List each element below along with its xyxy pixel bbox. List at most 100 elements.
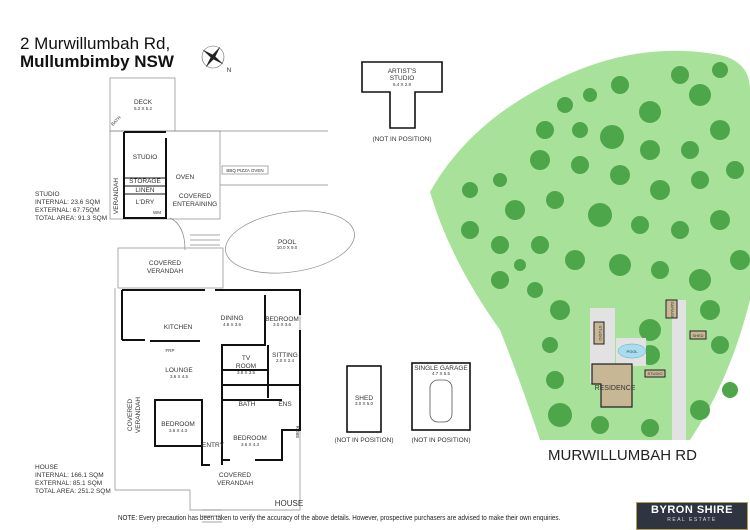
plan-label: 3.0 X 3.6	[273, 322, 292, 327]
bbq-label-box	[221, 165, 269, 175]
site-studio-a	[593, 321, 605, 345]
plan-label: STUDIO	[598, 325, 603, 340]
site-studio-b	[644, 369, 666, 378]
plan-label: ENTRY	[202, 442, 225, 449]
plan-label: ROOM	[236, 363, 256, 370]
plan-label: BBQ PIZZA OVEN	[226, 168, 263, 173]
driveway	[672, 300, 686, 440]
tree-icon	[651, 261, 669, 279]
plan-label: BATH	[110, 115, 122, 127]
tree-icon	[712, 62, 728, 78]
plan-label: (NOT IN POSITION)	[372, 136, 431, 143]
tree-icon	[689, 84, 711, 106]
plan-label: KITCHEN	[164, 324, 193, 331]
studio-area-title: STUDIO	[35, 191, 60, 198]
plan-label: (NOT IN POSITION)	[334, 437, 393, 444]
plan-label: N	[227, 67, 232, 74]
plan-label: (NOT IN POSITION)	[411, 437, 470, 444]
studio-internal: INTERNAL: 23.6 SQM	[35, 199, 101, 206]
plan-label: BEDROOM	[161, 421, 195, 428]
tree-icon	[641, 419, 659, 437]
shed-plan	[346, 365, 382, 433]
tree-icon	[546, 191, 564, 209]
studio-total: TOTAL AREA: 91.3 SQM	[35, 215, 108, 222]
tree-icon	[571, 156, 589, 174]
plan-label: ENTERAINING	[173, 201, 217, 208]
studio-area-summary: STUDIO INTERNAL: 23.6 SQM EXTERNAL: 67.7…	[35, 191, 107, 223]
tree-icon	[722, 382, 738, 398]
tree-icon	[691, 171, 709, 189]
plan-label: STUDIO	[390, 75, 415, 82]
plan-label: 10.0 X 9.0	[277, 245, 298, 250]
studio-external: EXTERNAL: 67.75QM	[35, 207, 100, 214]
plan-label: VERANDAH	[147, 268, 183, 275]
plan-label: BATH	[239, 401, 256, 408]
plan-label: 3.6 X 4.3	[241, 442, 260, 447]
tree-icon	[588, 203, 612, 227]
plan-label: FRP	[166, 348, 175, 353]
site-plan: GARAGE SHED STUDIO POOL RESIDENCE STUDIO	[430, 50, 750, 441]
plan-label: STUDIO	[647, 371, 662, 376]
plan-label: 4.8 X 3.6	[223, 322, 242, 327]
plan-label: SITTING	[272, 352, 298, 359]
plan-label: VERANDAH	[217, 480, 253, 487]
tree-icon	[726, 161, 744, 179]
plan-label: 5.2 X 5.2	[134, 106, 153, 111]
tree-icon	[583, 88, 597, 102]
plan-label: BEDROOM	[265, 316, 299, 323]
tree-icon	[611, 76, 629, 94]
tree-icon	[689, 269, 711, 291]
tree-icon	[527, 282, 543, 298]
plan-label: LOUNGE	[165, 367, 193, 374]
tree-icon	[530, 150, 550, 170]
plan-label: DINING	[221, 315, 244, 322]
plan-label: COVERED	[179, 193, 211, 200]
site-shed	[689, 330, 707, 340]
plan-label: DECK	[134, 99, 153, 106]
tree-icon	[671, 66, 689, 84]
tree-icon	[690, 400, 710, 420]
tree-icon	[681, 141, 699, 159]
tree-icon	[491, 236, 509, 254]
plan-label: 2.0 X 2.4	[276, 358, 295, 363]
garage-plan	[411, 362, 471, 431]
plan-label: L'DRY	[136, 199, 155, 206]
tree-icon	[710, 210, 730, 230]
tree-icon	[640, 140, 660, 160]
plan-label: COVERED	[149, 260, 181, 267]
plan-label: 3.9 X 3.5	[237, 370, 256, 375]
tree-icon	[514, 259, 526, 271]
tree-icon	[461, 221, 479, 239]
artists-studio-plan	[361, 61, 443, 129]
plan-label: ROBE	[295, 426, 300, 439]
agency-logo: BYRON SHIRE REAL ESTATE	[636, 502, 748, 530]
tree-icon	[650, 180, 670, 200]
site-residence	[591, 363, 633, 408]
logo-name: BYRON SHIRE	[651, 504, 733, 516]
tree-icon	[505, 200, 525, 220]
tree-icon	[671, 221, 689, 239]
plan-label: 3.6 X 4.3	[169, 428, 188, 433]
tree-icon	[548, 403, 572, 427]
tree-icon	[565, 250, 585, 270]
plan-label: ARTIST'S	[388, 68, 417, 75]
tree-icon	[591, 416, 609, 434]
plan-label: POOL	[278, 239, 296, 246]
plan-label: COVERED	[127, 399, 134, 431]
site-garage	[665, 299, 678, 319]
covered-verandah-top	[117, 247, 224, 289]
plan-label: SHED	[692, 333, 703, 338]
tree-icon	[710, 120, 730, 140]
tree-icon	[462, 182, 478, 198]
tree-icon	[546, 371, 564, 389]
plan-label: VERANDAH	[135, 397, 142, 433]
tree-icon	[610, 165, 630, 185]
tree-icon	[491, 271, 509, 289]
plan-label: VERANDAH	[113, 178, 120, 214]
tree-icon	[711, 336, 729, 354]
compass-icon: N	[201, 45, 232, 74]
road-label: MURWILLUMBAH RD	[548, 447, 697, 464]
plan-label: STORAGE	[129, 178, 161, 185]
plan-label: 3.0 X 5.0	[355, 401, 374, 406]
